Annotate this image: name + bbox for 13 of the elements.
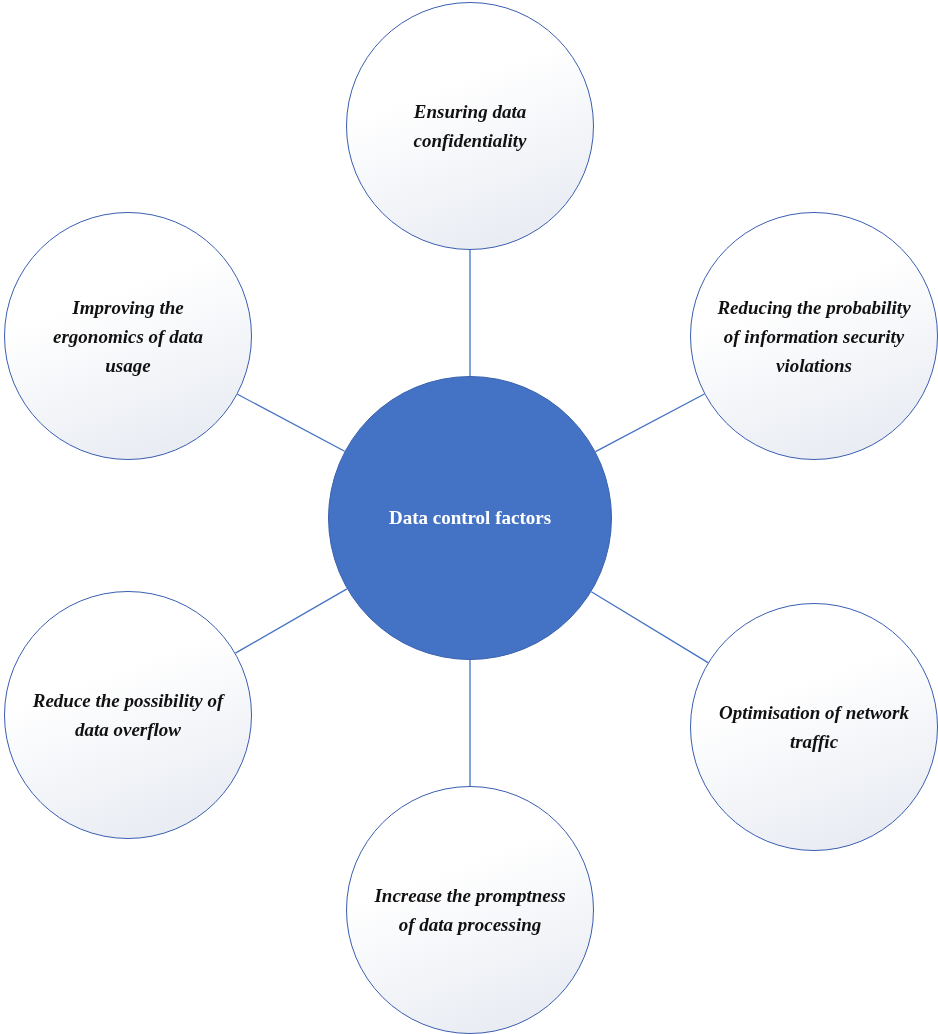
- connector-line: [469, 659, 471, 787]
- connector-line: [236, 393, 346, 452]
- factor-label: Optimisation of network traffic: [718, 701, 910, 754]
- factor-label: Ensuring data confidentiality: [412, 100, 528, 153]
- factor-label: Reducing the probability of information security violations: [716, 295, 912, 378]
- connector-line: [590, 591, 709, 664]
- factor-label: Increase the promptness of data processing: [373, 884, 567, 937]
- connector-line: [594, 393, 706, 453]
- connector-line: [469, 249, 471, 377]
- factor-label: Reduce the possibility of data overflow: [31, 689, 226, 742]
- central-label: Data control factors: [387, 506, 553, 530]
- connector-line: [234, 588, 348, 654]
- factor-label: Improving the ergonomics of data usage: [52, 295, 204, 378]
